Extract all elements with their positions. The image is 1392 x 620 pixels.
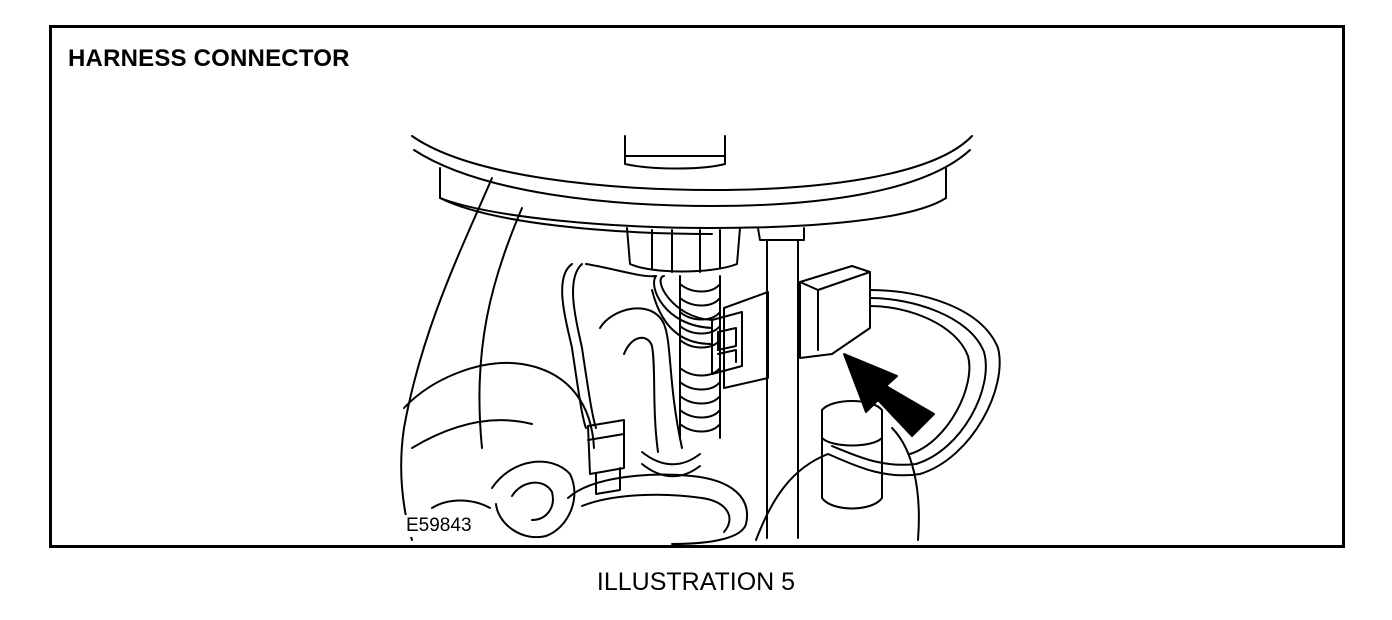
figure-code: E59843 — [404, 515, 474, 537]
illustration-caption: ILLUSTRATION 5 — [596, 568, 796, 596]
fuel-pump-harness-drawing — [52, 28, 1342, 545]
pump-reservoir — [401, 178, 919, 544]
wire-connector-small — [588, 420, 624, 494]
harness-connector — [712, 266, 870, 388]
guide-rod — [767, 240, 798, 538]
flange-outlet — [627, 228, 804, 272]
illustration-frame: HARNESS CONNECTOR — [49, 25, 1345, 548]
pump-flange — [412, 136, 972, 234]
wiring-harness — [562, 264, 1000, 540]
pointer-arrow-icon — [844, 354, 934, 436]
illustration-title: HARNESS CONNECTOR — [68, 45, 350, 72]
fuel-hose — [600, 308, 700, 476]
coil-spring — [680, 276, 720, 438]
